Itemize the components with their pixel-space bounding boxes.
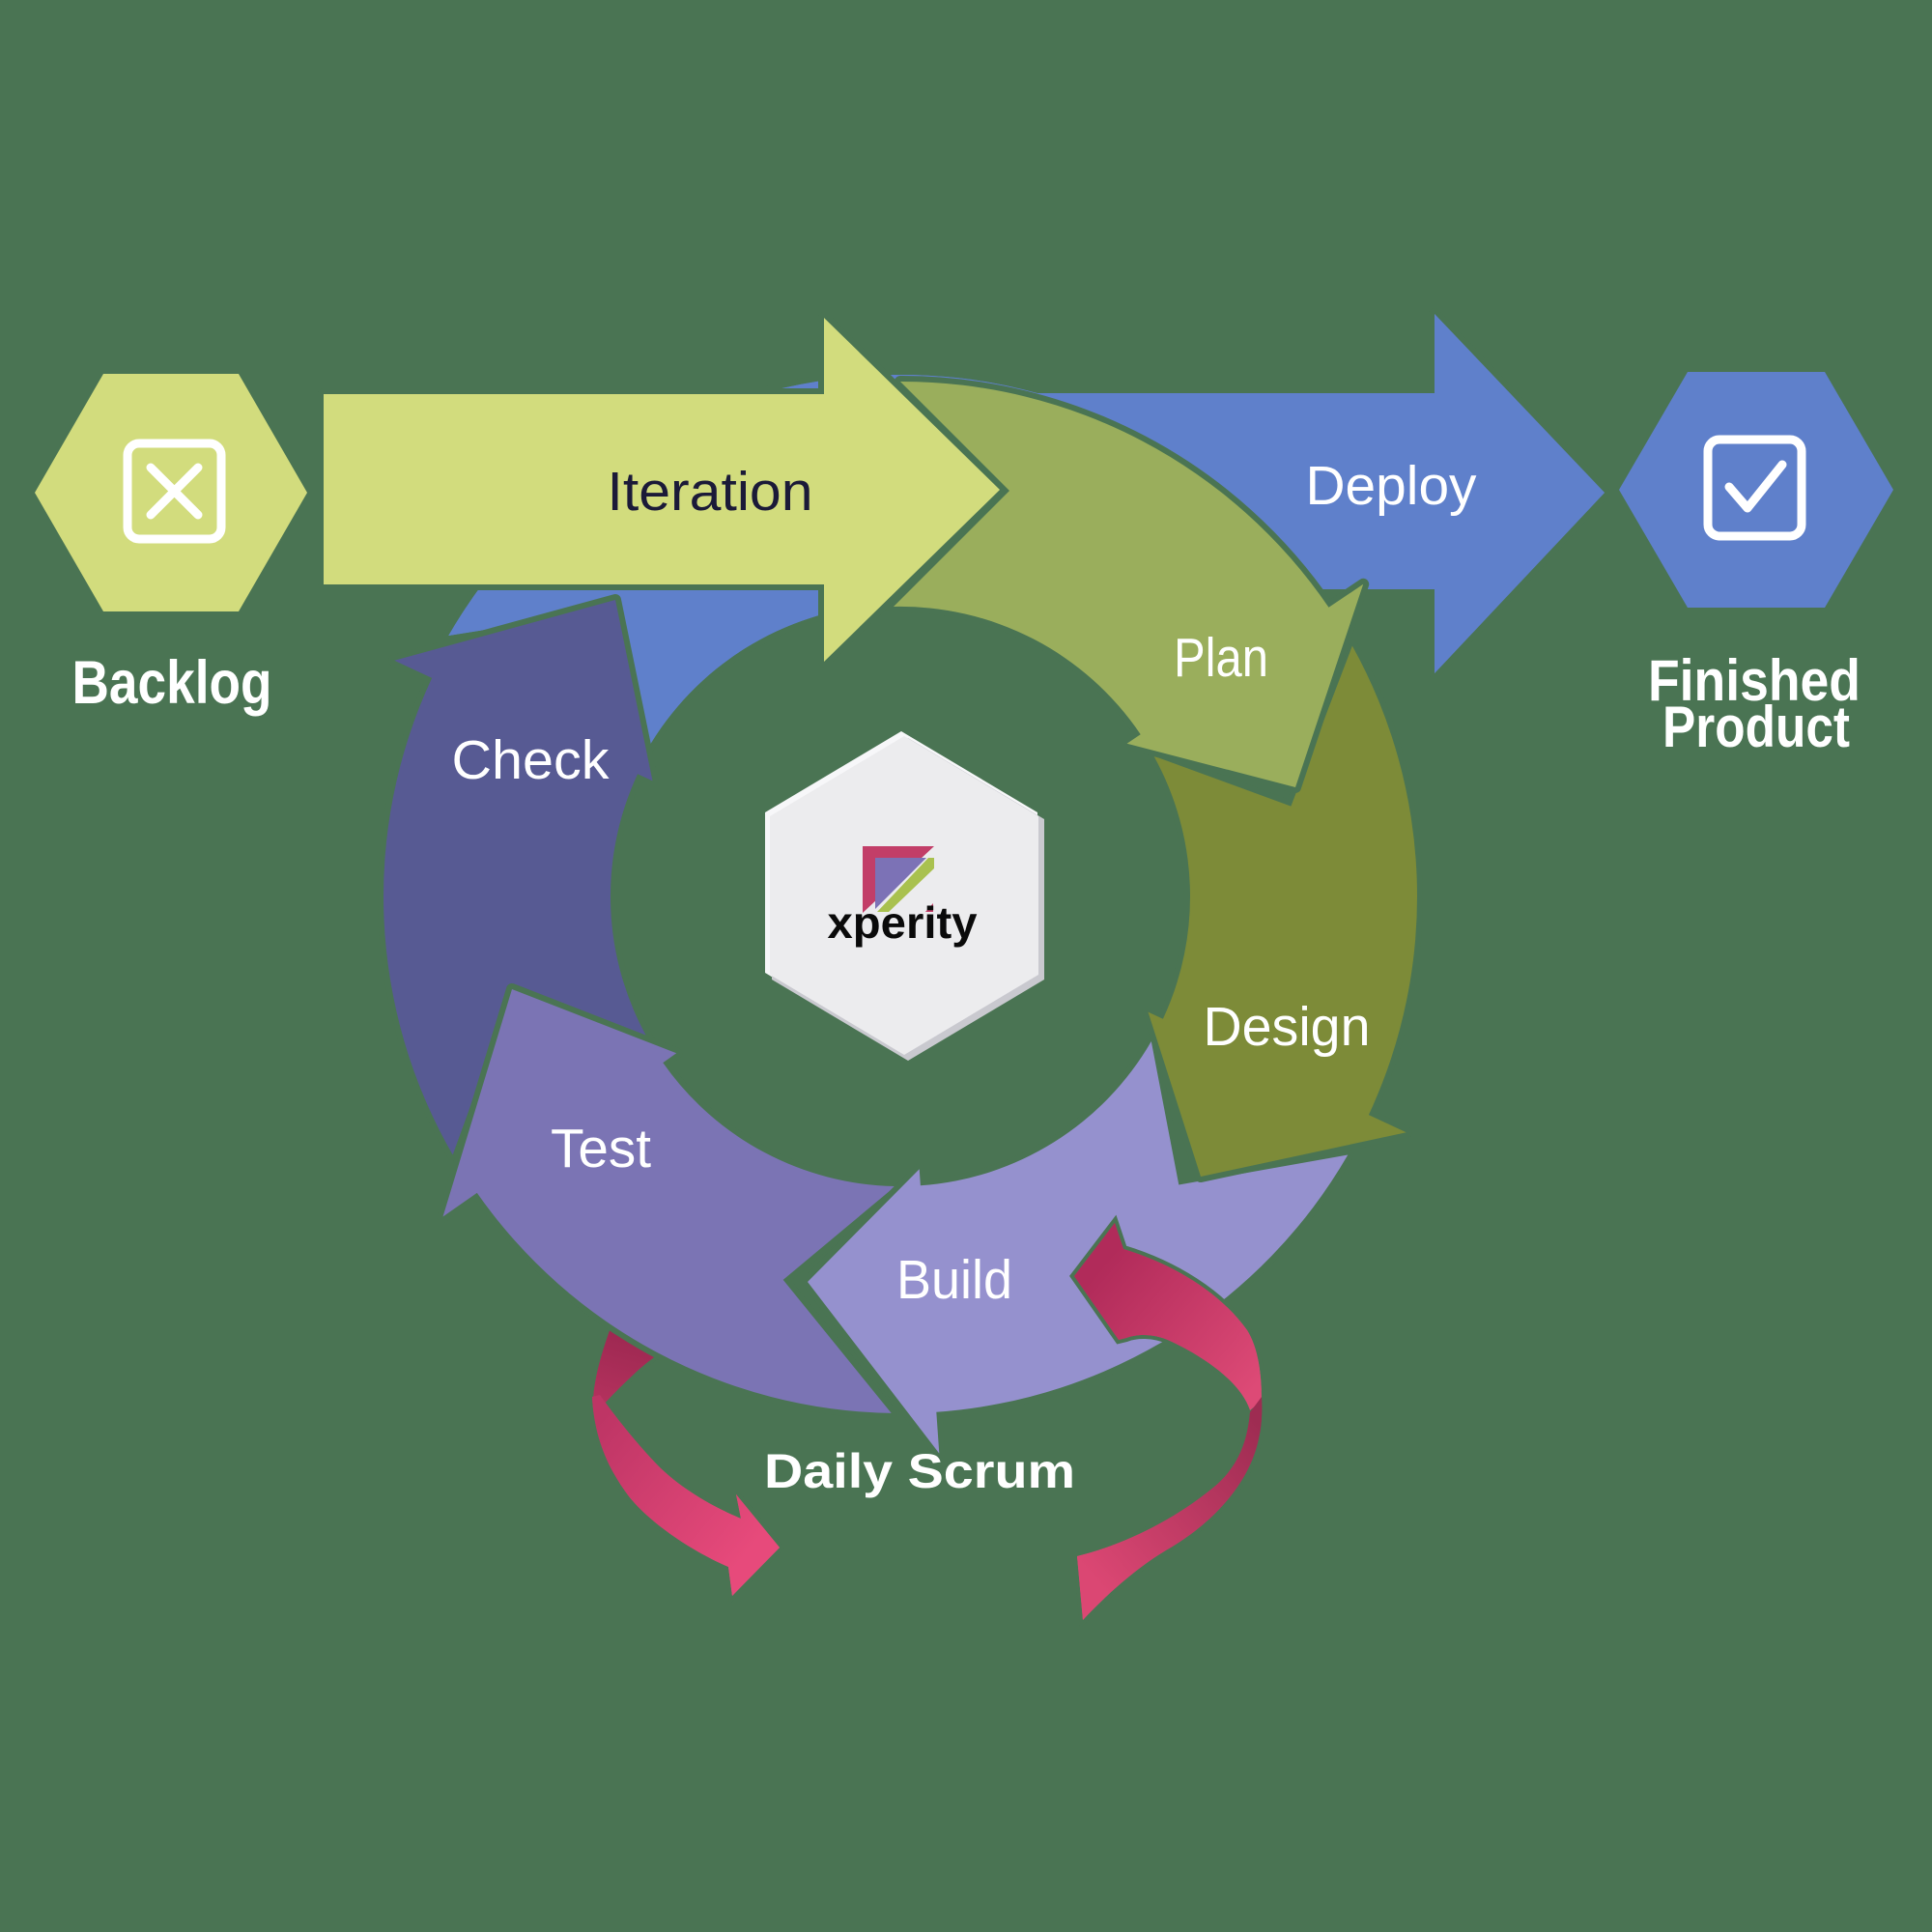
svg-text:Finished: Finished [1648,648,1861,713]
svg-text:Plan: Plan [1174,627,1268,689]
svg-text:Backlog: Backlog [72,649,272,717]
svg-text:Test: Test [551,1118,651,1179]
svg-text:xperity: xperity [828,897,978,948]
svg-text:Product: Product [1662,695,1850,759]
svg-text:Design: Design [1204,996,1371,1058]
svg-text:Deploy: Deploy [1306,455,1477,517]
svg-text:Iteration: Iteration [608,461,813,523]
svg-text:Build: Build [896,1249,1012,1311]
svg-text:Check: Check [452,729,610,791]
svg-text:Daily Scrum: Daily Scrum [764,1444,1075,1498]
